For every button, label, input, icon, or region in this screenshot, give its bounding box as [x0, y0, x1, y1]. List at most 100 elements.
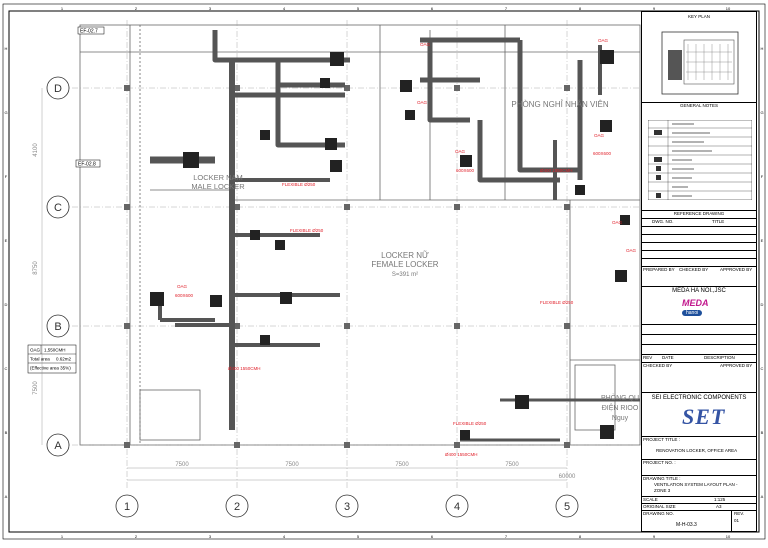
- duct-tag: Ø400 1550CMH: [228, 366, 261, 371]
- oag-size: 600X600: [456, 168, 475, 173]
- border-number: 4: [283, 534, 286, 539]
- oag-tag: OAG: [594, 133, 605, 138]
- area-note: OAG 1,550CMH Total area 0.62m2 (Effectiv…: [27, 344, 77, 374]
- oag-size: 600X600: [175, 293, 194, 298]
- area-note-total: 0.62m2: [56, 357, 72, 362]
- svg-text:1: 1: [124, 501, 130, 513]
- oag-tag: OAG: [626, 248, 637, 253]
- male-locker-label-1: LOCKER NAM: [193, 173, 243, 182]
- key-plan-label: KEY PLAN: [688, 14, 710, 19]
- prepared-by-label: PREPARED BY: [643, 267, 675, 272]
- room-right-label-3: Nguy: [612, 415, 629, 422]
- structural-column: [564, 442, 570, 448]
- structural-column: [564, 85, 570, 91]
- contractor-logo: MEDA: [682, 298, 709, 308]
- border-letter: D: [5, 302, 8, 307]
- border-number: 2: [135, 534, 138, 539]
- border-number: 6: [431, 534, 434, 539]
- drawing-title-line-2: ZONE 3: [654, 488, 671, 493]
- border-number: 9: [653, 534, 656, 539]
- title-label: TITLE: [712, 219, 725, 224]
- structural-column: [344, 323, 350, 329]
- border-number: 5: [357, 6, 360, 11]
- original-size-label: ORIGINAL SIZE: [643, 504, 676, 509]
- grid-bubble-row: D: [46, 76, 70, 100]
- approved-by-label: APPROVED BY: [720, 267, 753, 272]
- grid-bubble-col: 4: [445, 494, 469, 518]
- svg-text:A: A: [54, 440, 62, 452]
- grid-bubble-row: C: [46, 195, 70, 219]
- description-label: DESCRIPTION: [704, 355, 735, 360]
- border-number: 10: [726, 6, 731, 11]
- drawing-no-label: DRAWING NO.: [643, 511, 674, 516]
- border-letter: E: [5, 238, 8, 243]
- border-number: 9: [653, 6, 656, 11]
- border-letter: F: [761, 174, 764, 179]
- flex-tag: FLEXIBLE Ø250: [453, 421, 487, 426]
- dimensions: 7500 7500 7500 7500 60000 4100 8750 7500: [33, 88, 576, 481]
- border-number: 5: [357, 534, 360, 539]
- area-note-flow: 1,550CMH: [44, 348, 66, 353]
- oag-tag: OAG: [420, 42, 431, 47]
- rev-no-label: REV.: [734, 511, 745, 516]
- border-letter: H: [761, 46, 764, 51]
- staff-room-label: PHÒNG NGHỈ NHÂN VIÊN: [511, 100, 609, 109]
- border-number: 6: [431, 6, 434, 11]
- floor-plan: [79, 24, 641, 446]
- structural-column: [234, 442, 240, 448]
- structural-column: [344, 204, 350, 210]
- structural-column: [564, 323, 570, 329]
- svg-text:2: 2: [234, 501, 240, 513]
- svg-text:5: 5: [564, 501, 570, 513]
- dim-col-1: 7500: [175, 462, 189, 468]
- client-logo: SET: [682, 404, 726, 429]
- oag-size: 600X600: [593, 151, 612, 156]
- border-number: 3: [209, 6, 212, 11]
- border-number: 4: [283, 6, 286, 11]
- border-number: 7: [505, 534, 508, 539]
- grid-bubble-col: 1: [115, 494, 139, 518]
- border-number: 3: [209, 534, 212, 539]
- structural-column: [344, 85, 350, 91]
- key-plan-thumbnail: [661, 31, 739, 95]
- dim-col-2: 7500: [285, 462, 299, 468]
- ef-tag: EF-02.7: [80, 29, 98, 35]
- border-letter: A: [761, 494, 764, 499]
- scale-label: SCALE: [643, 497, 658, 502]
- border-letter: H: [5, 46, 8, 51]
- reference-drawing-label: REFERENCE DRAWING: [673, 211, 725, 216]
- border-letter: B: [5, 430, 8, 435]
- contractor-logo-sub: hanoi: [682, 310, 703, 316]
- structural-columns: [124, 85, 570, 448]
- title-block: KEY PLAN GENERAL NOTES REFERENCE DRAWING…: [641, 11, 757, 532]
- dim-row-2: 8750: [33, 261, 39, 275]
- border-number: 8: [579, 534, 582, 539]
- client-name: SEI ELECTRONIC COMPONENTS: [651, 395, 747, 401]
- scale-value: 1:125: [714, 497, 726, 502]
- svg-text:B: B: [54, 321, 61, 333]
- dim-row-1: 4100: [33, 143, 39, 157]
- grid-bubble-col: 3: [335, 494, 359, 518]
- svg-text:C: C: [54, 202, 62, 214]
- dwg-no-label: DWG. NO.: [652, 219, 674, 224]
- contractor-name: MEDA HA NOI.,JSC: [672, 288, 726, 294]
- dim-col-4: 7500: [505, 462, 519, 468]
- oag-tag: OAG: [598, 38, 609, 43]
- structural-column: [234, 323, 240, 329]
- original-size-value: A3: [716, 504, 722, 509]
- date-label: DATE: [662, 355, 674, 360]
- border-letter: C: [761, 366, 764, 371]
- drawing-no-value: M-H-03.3: [676, 522, 697, 528]
- flex-tag: FLEXIBLE Ø250: [282, 182, 316, 187]
- drawing-title-line-1: VENTILATION SYSTEM LAYOUT PLAN -: [654, 482, 738, 487]
- structural-column: [344, 442, 350, 448]
- sheet-border: [2, 3, 766, 540]
- flex-tag: FLEXIBLE Ø250: [540, 300, 574, 305]
- structural-column: [124, 85, 130, 91]
- female-locker-label-1: LOCKER NỮ: [381, 251, 429, 260]
- female-locker-label-2: FEMALE LOCKER: [371, 260, 438, 269]
- dim-overall: 60000: [559, 474, 576, 480]
